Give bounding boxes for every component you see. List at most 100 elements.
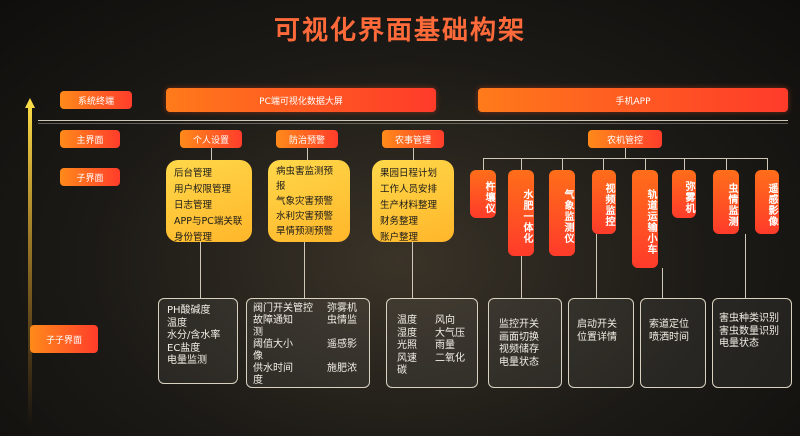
detail-item: 阈值大小 [253, 339, 293, 350]
card-item: APP与PC端关联 [174, 216, 243, 227]
detail-item: 电量状态 [499, 356, 539, 368]
detail-soil: PH酸碱度 温度 水分/含水率 EC盐度 电量监测 [158, 298, 238, 384]
connector [767, 158, 768, 170]
connector [684, 158, 685, 170]
machine-water-fertilizer[interactable]: 水肥一体化 [508, 170, 534, 256]
detail-item: 雨量 [435, 340, 455, 351]
connector [596, 234, 597, 298]
connector [200, 242, 201, 298]
detail-item: 风速 [397, 352, 417, 364]
detail-item: 启动开关 [577, 319, 617, 330]
detail-item: 喷洒时间 [649, 331, 689, 343]
machine-track-cart[interactable]: 轨道运输小车 [632, 170, 658, 268]
detail-pest: 害虫种类识别 害虫数量识别 电量状态 [712, 298, 792, 388]
detail-item: 害虫种类识别 [719, 313, 779, 324]
detail-item: 湿度 [397, 327, 417, 339]
connector [562, 158, 563, 170]
detail-start: 启动开关 位置详情 [568, 298, 634, 388]
card-item: 用户权限管理 [174, 184, 232, 195]
separator-line [38, 123, 788, 124]
card-item: 财务整理 [380, 216, 419, 227]
connector [483, 158, 484, 170]
detail-item: EC盐度 [167, 342, 201, 354]
row-label-main: 主界面 [60, 130, 120, 148]
tab-prevention-warning[interactable]: 防治预警 [276, 130, 338, 148]
detail-item: 风向 [435, 315, 455, 326]
row-label-terminal: 系统终端 [60, 91, 132, 109]
card-item: 账户整理 [380, 232, 419, 243]
detail-item: 阀门开关管控 [253, 303, 313, 314]
detail-item: 位置详情 [577, 331, 617, 343]
terminal-pc-bar[interactable]: PC端可视化数据大屏 [166, 88, 436, 112]
axis-arrow [25, 98, 35, 426]
detail-item: 大气压 [435, 327, 465, 339]
card-prevention-warning: 病虫害监测预 报 气象灾害预警 水利灾害预警 旱情预测预警 [268, 160, 350, 242]
connector [745, 234, 746, 298]
detail-track: 索道定位 喷洒时间 [640, 298, 706, 388]
connector [413, 148, 414, 160]
card-item: 生产材料整理 [380, 200, 438, 211]
detail-item: 碳 [397, 365, 407, 376]
detail-item: 电量监测 [167, 355, 207, 366]
row-label-sub: 子界面 [60, 168, 120, 186]
connector [483, 158, 767, 159]
tab-farm-management[interactable]: 农事管理 [382, 130, 444, 148]
card-item: 身份管理 [174, 232, 213, 243]
card-item: 果园日程计划 [380, 168, 438, 179]
terminal-app-bar[interactable]: 手机APP [478, 88, 788, 112]
card-item: 水利灾害预警 [276, 211, 334, 222]
card-item: 后台管理 [174, 168, 213, 179]
separator-line [38, 120, 788, 121]
detail-item: 施肥浓 [327, 363, 357, 374]
detail-item: 二氧化 [435, 352, 465, 364]
connector [412, 242, 413, 298]
connector [304, 242, 305, 298]
detail-item: 画面切换 [499, 331, 539, 343]
detail-item: 弥雾机 [327, 303, 357, 314]
detail-control: 阀门开关管控 故障通知 测 阈值大小 像 供水时间 度 弥雾机 虫情监 遥感影 … [246, 298, 370, 388]
machine-soil-meter[interactable]: 杵壤仪 [470, 170, 496, 218]
connector [211, 148, 212, 160]
card-item: 气象灾害预警 [276, 196, 334, 207]
detail-item: 监控开关 [499, 319, 539, 330]
detail-item: 测 [253, 327, 263, 338]
page-title: 可视化界面基础构架 [273, 16, 526, 46]
detail-item: 害虫数量识别 [719, 325, 779, 337]
detail-item: 索道定位 [649, 319, 689, 330]
tab-machine-control[interactable]: 农机管控 [588, 130, 662, 148]
detail-item: 遥感影 [327, 339, 357, 350]
detail-item: 像 [253, 351, 263, 362]
detail-item: PH酸碱度 [167, 305, 211, 316]
detail-item: 虫情监 [327, 315, 357, 326]
card-item: 工作人员安排 [380, 184, 438, 195]
machine-video-monitor[interactable]: 视频监控 [592, 170, 616, 234]
detail-item: 温度 [167, 317, 187, 329]
card-personal-settings: 后台管理 用户权限管理 日志管理 APP与PC端关联 身份管理 [166, 160, 252, 243]
machine-pest-monitor[interactable]: 虫情监测 [713, 170, 739, 234]
card-item: 日志管理 [174, 200, 213, 211]
detail-item: 温度 [397, 315, 417, 326]
detail-weather: 温度 湿度 光照 风速 碳 风向 大气压 雨量 二氧化 [386, 298, 478, 388]
detail-item: 故障通知 [253, 315, 293, 326]
connector [625, 148, 626, 158]
connector [645, 158, 646, 170]
card-farm-management: 果园日程计划 工作人员安排 生产材料整理 财务整理 账户整理 [372, 160, 454, 243]
card-item: 报 [276, 181, 286, 192]
detail-item: 水分/含水率 [167, 330, 221, 341]
detail-video: 监控开关 画面切换 视频储存 电量状态 [488, 298, 562, 388]
detail-item: 供水时间 [253, 363, 293, 374]
machine-mist-sprayer[interactable]: 弥雾机 [672, 170, 696, 218]
tab-personal-settings[interactable]: 个人设置 [180, 130, 242, 148]
row-label-subsub: 子子界面 [30, 325, 98, 353]
machine-weather-monitor[interactable]: 气象监测仪 [549, 170, 575, 256]
connector [726, 158, 727, 170]
machine-remote-imaging[interactable]: 遥感影像 [755, 170, 779, 234]
detail-item: 电量状态 [719, 338, 759, 349]
connector [662, 268, 663, 298]
card-item: 病虫害监测预 [276, 166, 334, 177]
connector [307, 148, 308, 160]
detail-item: 光照 [397, 340, 417, 351]
detail-item: 视频储存 [499, 344, 539, 355]
card-item: 旱情预测预警 [276, 226, 334, 237]
detail-item: 度 [253, 375, 263, 386]
